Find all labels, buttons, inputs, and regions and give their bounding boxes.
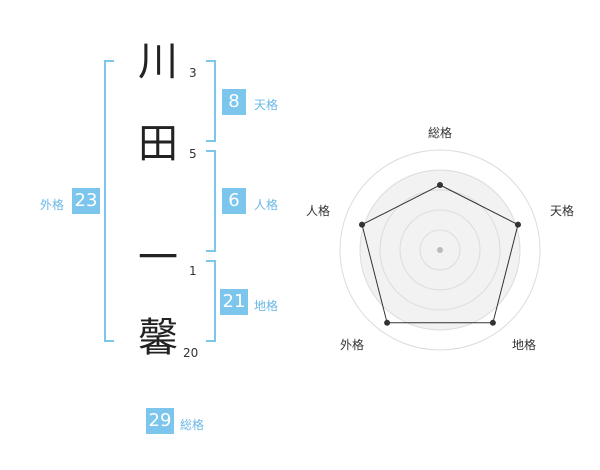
- radar-point: [437, 182, 443, 188]
- radar-center-dot: [437, 247, 443, 253]
- radar-point: [384, 319, 391, 326]
- name-char-1: 川: [138, 39, 178, 85]
- radar-point: [359, 221, 366, 228]
- tenkaku-value-box: 8: [222, 89, 246, 115]
- gaikaku-value-box: 23: [72, 188, 100, 214]
- tenkaku-bracket: [206, 60, 216, 142]
- radar-label-jinkaku: 人格: [306, 204, 331, 218]
- radar-points: [359, 182, 521, 326]
- name-char-4: 馨: [138, 315, 178, 361]
- radar-polygon: [361, 184, 519, 324]
- gaikaku-label: 外格: [40, 198, 65, 212]
- radar-point: [489, 319, 496, 326]
- stroke-count-2: 5: [189, 147, 197, 161]
- jinkaku-label: 人格: [254, 198, 279, 212]
- soukaku-value-box: 29: [146, 408, 174, 434]
- gaikaku-bracket: [104, 60, 114, 342]
- name-char-2: 田: [138, 121, 178, 167]
- chikaku-label: 地格: [254, 299, 279, 313]
- stroke-count-1: 3: [189, 66, 197, 80]
- stroke-count-3: 1: [189, 264, 197, 278]
- radar-label-chikaku: 地格: [512, 338, 537, 352]
- radar-point: [514, 221, 521, 228]
- jinkaku-bracket: [206, 150, 216, 252]
- soukaku-label: 総格: [180, 418, 205, 432]
- chikaku-bracket: [206, 260, 216, 342]
- name-char-3: 一: [138, 235, 178, 281]
- stroke-count-4: 20: [183, 346, 199, 360]
- tenkaku-label: 天格: [254, 98, 279, 112]
- chikaku-value-box: 21: [220, 289, 248, 315]
- radar-label-gaikaku: 外格: [340, 338, 365, 352]
- radar-label-tenkaku: 天格: [550, 204, 575, 218]
- radar-label-soukaku: 総格: [428, 126, 453, 140]
- jinkaku-value-box: 6: [222, 188, 246, 214]
